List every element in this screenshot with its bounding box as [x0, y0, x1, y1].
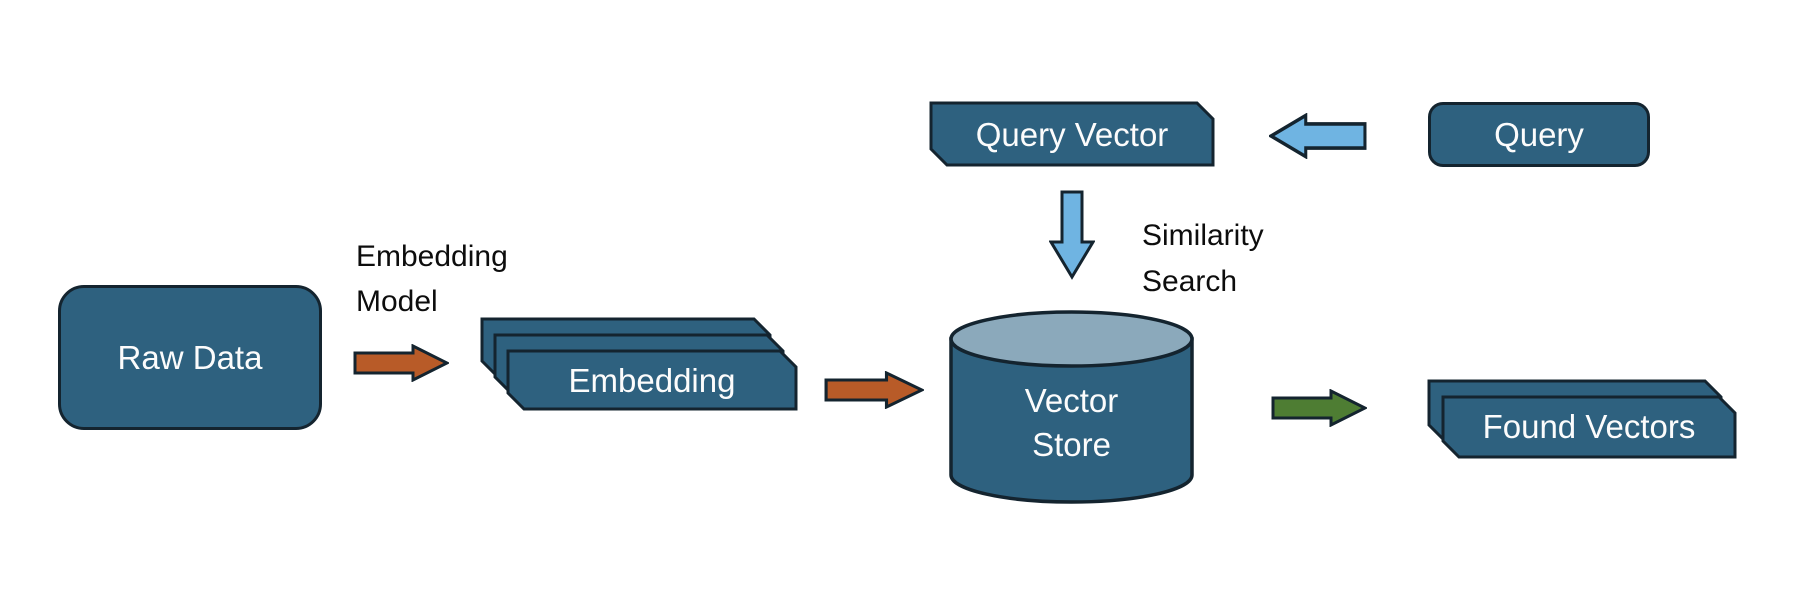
node-vector-store-cylinder — [949, 310, 1194, 504]
arrow-query-vector-to-vector-store-icon — [1049, 190, 1095, 280]
node-found-vectors-stack — [1427, 379, 1737, 459]
raw-data-label: Raw Data — [117, 338, 263, 376]
arrow-raw-data-to-embedding-icon — [353, 344, 449, 382]
arrow-vector-store-to-found-vectors-icon — [1271, 389, 1367, 427]
node-query: Query — [1428, 102, 1650, 167]
embedding-model-annotation: Embedding Model — [356, 240, 508, 318]
arrow-query-to-query-vector-icon — [1269, 113, 1367, 159]
similarity-search-annotation: Similarity Search — [1142, 219, 1264, 298]
node-raw-data: Raw Data — [58, 285, 322, 430]
node-query-vector — [929, 101, 1215, 167]
arrow-embedding-to-vector-store-icon — [824, 371, 924, 409]
query-label: Query — [1494, 115, 1584, 153]
node-embedding-stack — [480, 317, 798, 411]
